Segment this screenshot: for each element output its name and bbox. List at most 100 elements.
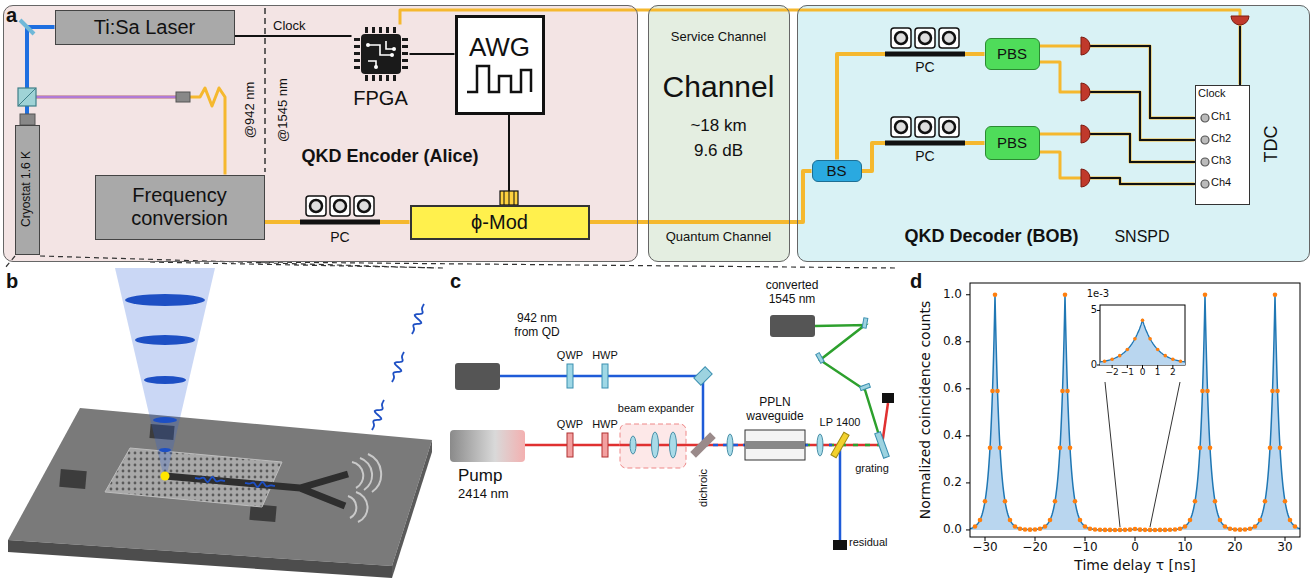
decoder-ground	[797, 5, 1310, 262]
data-point	[1048, 518, 1053, 523]
conversion-optics	[450, 315, 894, 550]
connector	[1040, 152, 1195, 184]
data-point	[1205, 389, 1210, 394]
annotation-label: SNSPD	[1114, 228, 1169, 246]
inset-point	[1171, 357, 1175, 361]
annotation-label: @942 nm	[243, 82, 258, 139]
data-point	[1013, 524, 1018, 529]
data-point	[1228, 526, 1233, 531]
data-point	[1270, 389, 1275, 394]
node-text: ~18 km	[650, 116, 788, 136]
inset-fill	[1100, 320, 1185, 365]
curve-fill	[970, 295, 1300, 530]
data-point	[1023, 527, 1028, 532]
sem-device	[8, 268, 432, 578]
encoder-optics-part	[20, 20, 34, 34]
annotation-label: Pump	[458, 466, 502, 486]
data-point	[1103, 528, 1108, 533]
node-icon-graphic-part-part	[1201, 136, 1209, 144]
node-icon-graphic	[465, 62, 535, 96]
tick-mark	[966, 529, 970, 530]
annotation-label: PC	[915, 148, 934, 164]
data-point	[1065, 389, 1070, 394]
data-point	[978, 518, 983, 523]
data-point	[1268, 446, 1273, 451]
data-point	[1293, 524, 1298, 529]
sem-device-part	[161, 472, 170, 481]
conversion-optics-part	[770, 315, 815, 337]
inset-point	[1179, 359, 1183, 363]
sem-device-part	[159, 448, 171, 452]
node-text: PBS	[997, 134, 1027, 151]
conversion-optics-part	[875, 432, 890, 458]
inset-point	[1141, 318, 1145, 322]
encoder-optics-part	[18, 88, 36, 106]
data-point	[1193, 499, 1198, 504]
data-point	[1178, 526, 1183, 531]
conversion-optics-part	[567, 364, 573, 388]
annotation-label: 20	[1227, 541, 1242, 555]
sem-device-part	[59, 469, 86, 489]
panel-letter: b	[6, 270, 18, 293]
photon-wave	[372, 400, 384, 430]
annotation-label: converted 1545 nm	[752, 279, 832, 307]
node-text: Cryostat 1.6 K	[20, 151, 34, 227]
beam-splitter: BS	[812, 160, 862, 182]
data-point	[998, 446, 1003, 451]
node-text: Frequency conversion	[96, 184, 264, 230]
annotation-label: PPLN waveguide	[739, 396, 811, 424]
photon-packets	[195, 304, 424, 487]
node-icon-graphic-part-part	[365, 27, 398, 33]
node-text: QKD Decoder (BOB)	[905, 226, 1079, 247]
data-point	[1188, 518, 1193, 523]
node-icon-graphic-part	[390, 53, 394, 57]
panel-letter: d	[910, 270, 922, 293]
node-text: Ch2	[1211, 132, 1231, 145]
data-point	[1158, 528, 1163, 533]
tick-mark	[966, 435, 970, 436]
data-point	[995, 389, 1000, 394]
data-point	[1093, 527, 1098, 532]
encoder-optics-part	[300, 196, 380, 222]
data-point	[1138, 527, 1143, 532]
edge-label: Clock	[273, 19, 306, 34]
data-point	[1148, 528, 1153, 533]
node-text: ϕ-Mod	[471, 211, 528, 234]
annotation-label: HWP	[592, 418, 618, 431]
data-point	[1198, 446, 1203, 451]
tick-mark	[1097, 365, 1100, 366]
conversion-optics-part	[816, 353, 824, 364]
zoom-lines-part	[5, 256, 895, 268]
connector	[1040, 62, 1195, 140]
connector	[862, 143, 985, 171]
data-point	[1108, 528, 1113, 533]
node-icon-graphic-part	[361, 34, 401, 74]
node-text: Clock	[1198, 87, 1226, 100]
encoder-optics-part	[504, 191, 514, 205]
encoder-optics-part	[264, 8, 266, 172]
node-icon-graphic-part	[467, 66, 531, 92]
inset-point	[1133, 337, 1137, 341]
sem-device-part	[153, 417, 177, 423]
annotation-label: −30	[972, 541, 997, 555]
node-icon-graphic-part	[392, 47, 396, 51]
inset-point	[1148, 337, 1152, 341]
data-point	[1233, 527, 1238, 532]
laser-box: Ti:Sa Laser	[55, 10, 235, 45]
connector	[235, 35, 352, 37]
annotation-label: 0.6	[943, 382, 962, 396]
annotation-label: HWP	[592, 349, 618, 362]
conversion-optics-part	[882, 393, 894, 403]
node-icon-graphic-part-part	[402, 38, 408, 71]
data-point	[1253, 524, 1258, 529]
annotation-label: 0.2	[943, 476, 962, 490]
data-point	[1028, 527, 1033, 532]
channel-panel: Service ChannelChannel~18 km9.6 dBQuantu…	[648, 5, 790, 262]
plot-frame	[970, 283, 1300, 537]
data-point	[1243, 527, 1248, 532]
node-icon	[465, 62, 535, 96]
node-icon-graphic-part	[366, 43, 370, 47]
data-point	[1200, 389, 1205, 394]
conversion-optics-part	[670, 432, 677, 458]
